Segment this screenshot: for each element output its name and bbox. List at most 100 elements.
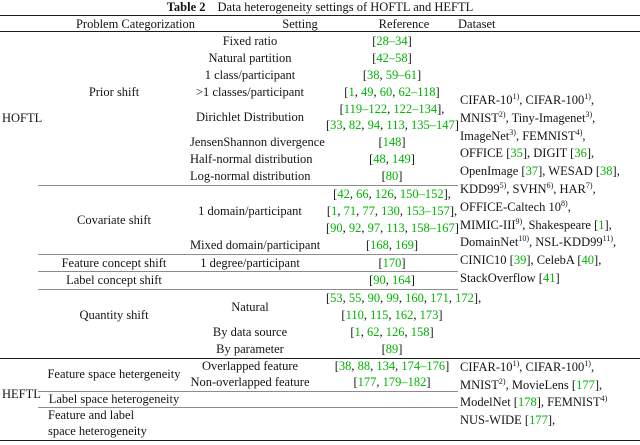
group-separator — [38, 253, 458, 255]
reference-cell[interactable]: [170] — [378, 255, 406, 270]
table-body: Fixed ratio [28–34] Natural partition [4… — [0, 32, 640, 441]
category-feature-space: Feature space hetergeneity — [47, 367, 181, 382]
category-prior-shift: Prior shift — [88, 84, 140, 99]
table-header-row: Problem Categorization Setting Reference… — [0, 16, 640, 31]
reference-cell[interactable]: [42–58] — [372, 50, 412, 65]
category-quantity-shift: Quantity shift — [79, 307, 149, 322]
reference-cell[interactable]: [48, 149] — [369, 152, 415, 167]
table-caption-text: Data heterogeneity settings of HOFTL and… — [217, 0, 474, 14]
setting-jensen: JensenShannon divergence — [190, 135, 325, 150]
reference-cell[interactable]: [90, 164] — [369, 273, 415, 288]
table-row: Label space heterogeneity — [0, 392, 640, 408]
reference-cell[interactable]: [1, 49, 60, 62–118] — [344, 84, 440, 99]
setting-by-data-source: By data source — [212, 325, 288, 340]
dataset-line: ImageNet3), FEMNIST4), — [460, 127, 586, 143]
reference-cell[interactable]: [1, 71, 77, 130, 153–157], — [326, 203, 458, 218]
table-row-quantity: Quantity shift Natural [53, 55, 90, 99, … — [0, 290, 640, 358]
group-separator — [38, 407, 458, 409]
reference-cell[interactable]: [1, 62, 126, 158] — [350, 325, 434, 340]
reference-cell[interactable]: [148] — [378, 135, 406, 150]
dataset-line: NUS-WIDE [177], — [460, 412, 556, 427]
reference-cell[interactable]: [110, 115, 162, 173] — [341, 308, 443, 323]
header-rule — [0, 31, 640, 32]
setting-one-degree: 1 degree/participant — [200, 255, 300, 270]
table-number: Table 2 — [166, 0, 206, 14]
setting-dirichlet: Dirichlet Distribution — [196, 109, 304, 124]
dataset-line: OpenImage [37], WESAD [38], — [460, 164, 620, 179]
reference-cell[interactable]: [42, 66, 126, 150–152], — [333, 186, 451, 201]
reference-cell[interactable]: [33, 82, 94, 113, 135–147] — [326, 118, 459, 133]
dataset-line: MNIST2), Tiny-Imagenet3), — [460, 109, 596, 125]
category-feature-label-line2: space heterogeneity — [48, 424, 147, 439]
reference-cell[interactable]: [28–34] — [372, 33, 412, 48]
group-separator — [38, 271, 458, 273]
dataset-line: StackOverflow [41] — [460, 270, 560, 285]
reference-cell[interactable]: [90, 92, 97, 113, 158–167] — [326, 220, 459, 235]
dataset-line: MNIST2), MovieLens [177], — [460, 376, 603, 392]
category-feature-concept-shift: Feature concept shift — [61, 255, 167, 270]
table-row: 1 class/participant [38, 59–61] — [0, 67, 640, 84]
reference-cell[interactable]: [168, 169] — [365, 237, 419, 252]
setting-gt-one-class: >1 classes/participant — [195, 84, 305, 99]
heftl-section: Feature space hetergeneity Overlapped fe… — [0, 359, 640, 441]
group-separator — [38, 289, 458, 291]
reference-cell[interactable]: [177, 179–182] — [353, 375, 431, 390]
group-separator — [38, 185, 458, 187]
table-row-dirichlet: Dirichlet Distribution [119–122, 122–134… — [0, 101, 640, 135]
table-row-feature-space: Feature space hetergeneity Overlapped fe… — [0, 359, 640, 391]
table-row-covariate: Covariate shift 1 domain/participant [42… — [0, 186, 640, 237]
dataset-line: CIFAR-101), CIFAR-1001), — [460, 91, 595, 107]
table-row: Natural partition [42–58] — [0, 50, 640, 67]
header-dataset: Dataset — [458, 17, 496, 31]
reference-cell[interactable]: [53, 55, 90, 99, 160, 171, 172], — [326, 291, 482, 306]
reference-cell[interactable]: [89] — [381, 341, 403, 356]
section-separator-rule — [0, 357, 640, 359]
setting-by-parameter: By parameter — [216, 341, 284, 356]
dataset-cell-hoftl: CIFAR-101), CIFAR-1001), MNIST2), Tiny-I… — [460, 92, 620, 288]
setting-one-class: 1 class/participant — [204, 67, 296, 82]
setting-one-domain: 1 domain/participant — [198, 203, 302, 218]
setting-half-normal: Half-normal distribution — [190, 152, 313, 167]
setting-natural: Natural — [231, 299, 269, 314]
group-separator — [38, 390, 458, 392]
dataset-line: CINIC10 [39], CelebA [40], — [460, 253, 602, 268]
dataset-line: CIFAR-101), CIFAR-1001), — [460, 358, 595, 374]
reference-cell[interactable]: [119–122, 122–134], — [339, 101, 445, 116]
header-problem-categorization: Problem Categorization — [75, 17, 196, 31]
reference-cell[interactable]: [38, 88, 134, 174–176] — [334, 359, 450, 374]
dataset-line: OFFICE-Caltech 108), — [460, 198, 571, 214]
bottom-rule — [0, 439, 640, 441]
dataset-cell-heftl: CIFAR-101), CIFAR-1001), MNIST2), MovieL… — [460, 359, 607, 429]
table-row: Fixed ratio [28–34] — [0, 33, 640, 50]
table-row: Feature concept shift 1 degree/participa… — [0, 255, 640, 272]
dataset-line: OFFICE [35], DIGIT [36], — [460, 146, 595, 161]
dataset-line: MIMIC-III9), Shakespeare [1], — [460, 216, 612, 232]
category-feature-label-line1: Feature and label — [48, 408, 135, 423]
header-setting: Setting — [282, 17, 318, 31]
category-feature-label-space: Feature and label space heterogeneity — [38, 408, 190, 440]
reference-cell[interactable]: [38, 59–61] — [362, 67, 422, 82]
table-row: Half-normal distribution [48, 149] — [0, 151, 640, 168]
table-row-feature-label: Feature and label space heterogeneity — [0, 408, 640, 440]
dataset-line: KDD995), SVHN6), HAR7), — [460, 180, 596, 196]
reference-cell[interactable]: [80] — [381, 169, 403, 184]
setting-log-normal: Log-normal distribution — [190, 169, 311, 184]
setting-natural-partition: Natural partition — [208, 50, 292, 65]
table-row: Prior shift >1 classes/participant [1, 4… — [0, 84, 640, 101]
table-row: Label concept shift [90, 164] — [0, 272, 640, 289]
category-label-concept-shift: Label concept shift — [66, 273, 162, 288]
setting-fixed-ratio: Fixed ratio — [222, 33, 278, 48]
setting-non-overlapped: Non-overlapped feature — [190, 375, 310, 390]
table-row: Log-normal distribution [80] — [0, 168, 640, 185]
category-label-space: Label space heterogeneity — [48, 391, 180, 406]
header-reference: Reference — [378, 17, 430, 31]
dataset-line: ModelNet [178], FEMNIST4) — [460, 393, 608, 409]
table-row: Mixed domain/participant [168, 169] — [0, 237, 640, 254]
setting-mixed-domain: Mixed domain/participant — [190, 237, 321, 252]
setting-overlapped: Overlapped feature — [201, 359, 299, 374]
dataset-line: DomainNet10), NSL-KDD9911), — [460, 234, 617, 250]
table-caption: Table 2 Data heterogeneity settings of HO… — [0, 0, 640, 15]
top-rule — [0, 15, 640, 16]
group-label-heftl: HEFTL — [2, 387, 41, 401]
